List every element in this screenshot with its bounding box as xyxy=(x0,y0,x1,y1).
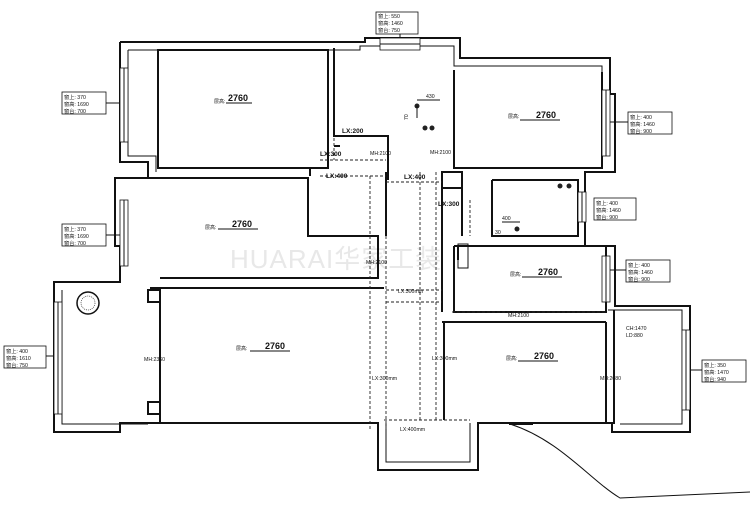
door-height-label: MH:2100 xyxy=(370,151,391,157)
dimension-label: 30 xyxy=(495,230,501,236)
beam-lines xyxy=(320,138,606,430)
window-spec-line: 窗高: 1460 xyxy=(596,206,621,214)
beam-label: LX:300 xyxy=(438,201,460,208)
window-spec-line: 窗高: 1610 xyxy=(6,354,31,362)
window-callouts: 窗上: 550 窗高: 1460 窗台: 750 窗上: 370 窗高: 169… xyxy=(3,11,747,383)
window-spec-line: 窗上: 400 xyxy=(628,261,650,269)
door-height-label: MH:2100 xyxy=(430,150,451,156)
room-height-label: 层高: xyxy=(214,98,225,105)
beam-label: LX:400 xyxy=(404,174,426,181)
window-spec-line: 窗高: 1460 xyxy=(628,268,653,276)
beam-label: LX:300mm xyxy=(372,376,397,382)
room-height-label: 层高: xyxy=(506,355,517,362)
room-height-label: 层高: xyxy=(236,345,247,352)
room-height-value: 2760 xyxy=(534,351,554,361)
window-spec-line: 窗台: 700 xyxy=(64,239,86,247)
room-height-value: 2760 xyxy=(538,267,558,277)
dimension-labels: 430 70 400 30 xyxy=(404,94,511,236)
window-spec-line: 窗上: 350 xyxy=(704,361,726,369)
door-height-label: MH:2100 xyxy=(366,260,387,266)
window-spec-box xyxy=(701,359,747,383)
beam-label: LX:200 xyxy=(342,128,364,135)
room-height-value: 2760 xyxy=(536,110,556,120)
windows xyxy=(53,37,691,415)
door-height-label: MH:2360 xyxy=(144,357,165,363)
window-spec-box xyxy=(375,11,419,35)
window-spec-line: 窗台: 940 xyxy=(704,375,726,383)
room-height-value: 2760 xyxy=(265,341,285,351)
window-spec-line: 窗高: 1460 xyxy=(630,120,655,128)
window-spec-line: 窗上: 400 xyxy=(596,199,618,207)
door-height-label: MH:2100 xyxy=(508,313,529,319)
door-height-label: MH:2080 xyxy=(600,376,621,382)
window-spec-box xyxy=(627,111,673,135)
beam-label: LX:400mm xyxy=(400,427,425,433)
beam-labels: LX:200 LX:300 LX:400 LX:400 LX:300 LX:30… xyxy=(320,128,460,433)
room-height-value: 2760 xyxy=(228,93,248,103)
window-spec-line: 窗上: 550 xyxy=(378,12,400,20)
watermark: HUARAI华家工装 xyxy=(230,244,442,274)
room-height-label: 层高: xyxy=(510,271,521,278)
window-spec-line: 窗上: 400 xyxy=(630,113,652,121)
window-spec-line: 窗高: 1460 xyxy=(378,19,403,27)
cable-line xyxy=(509,423,750,499)
window-spec-line: 窗高: 1690 xyxy=(64,232,89,240)
opening-height-label: CH:1470 xyxy=(626,326,647,332)
window-spec-box xyxy=(625,259,671,283)
window-spec-line: 窗台: 700 xyxy=(64,107,86,115)
door-labels: MH:2100 MH:2100 MH:2100 MH:2100 MH:2360 … xyxy=(144,150,647,382)
window-spec-line: 窗上: 400 xyxy=(6,347,28,355)
room-height-label: 层高: xyxy=(508,113,519,120)
window-spec-line: 窗高: 1470 xyxy=(704,368,729,376)
window-spec-box xyxy=(593,197,637,221)
dimension-label: 70 xyxy=(404,114,410,120)
fixtures xyxy=(46,34,750,499)
dimension-label: 430 xyxy=(426,94,435,100)
beam-label: LX:400 xyxy=(326,173,348,180)
window-spec-box xyxy=(3,345,47,369)
window-spec-line: 窗高: 1690 xyxy=(64,100,89,108)
room-labels: 层高: 2760 层高: 2760 层高: 2760 层高: 2760 层高: … xyxy=(205,93,562,362)
beam-label: LX:300mm xyxy=(432,356,457,362)
opening-width-label: LD:880 xyxy=(626,333,643,339)
window-spec-line: 窗上: 370 xyxy=(64,93,86,101)
dimension-label: 400 xyxy=(502,216,511,222)
window-spec-line: 窗台: 900 xyxy=(630,127,652,135)
window-spec-line: 窗台: 750 xyxy=(378,26,400,34)
window-spec-line: 窗台: 750 xyxy=(6,361,28,369)
window-spec-line: 窗台: 900 xyxy=(596,213,618,221)
window-spec-line: 窗上: 370 xyxy=(64,225,86,233)
beam-label: LX:300mm xyxy=(398,289,423,295)
room-height-label: 层高: xyxy=(205,224,216,231)
room-height-value: 2760 xyxy=(232,219,252,229)
interior-walls xyxy=(128,48,615,424)
round-fixture xyxy=(76,291,100,315)
window-spec-line: 窗台: 900 xyxy=(628,275,650,283)
beam-label: LX:300 xyxy=(320,151,342,158)
